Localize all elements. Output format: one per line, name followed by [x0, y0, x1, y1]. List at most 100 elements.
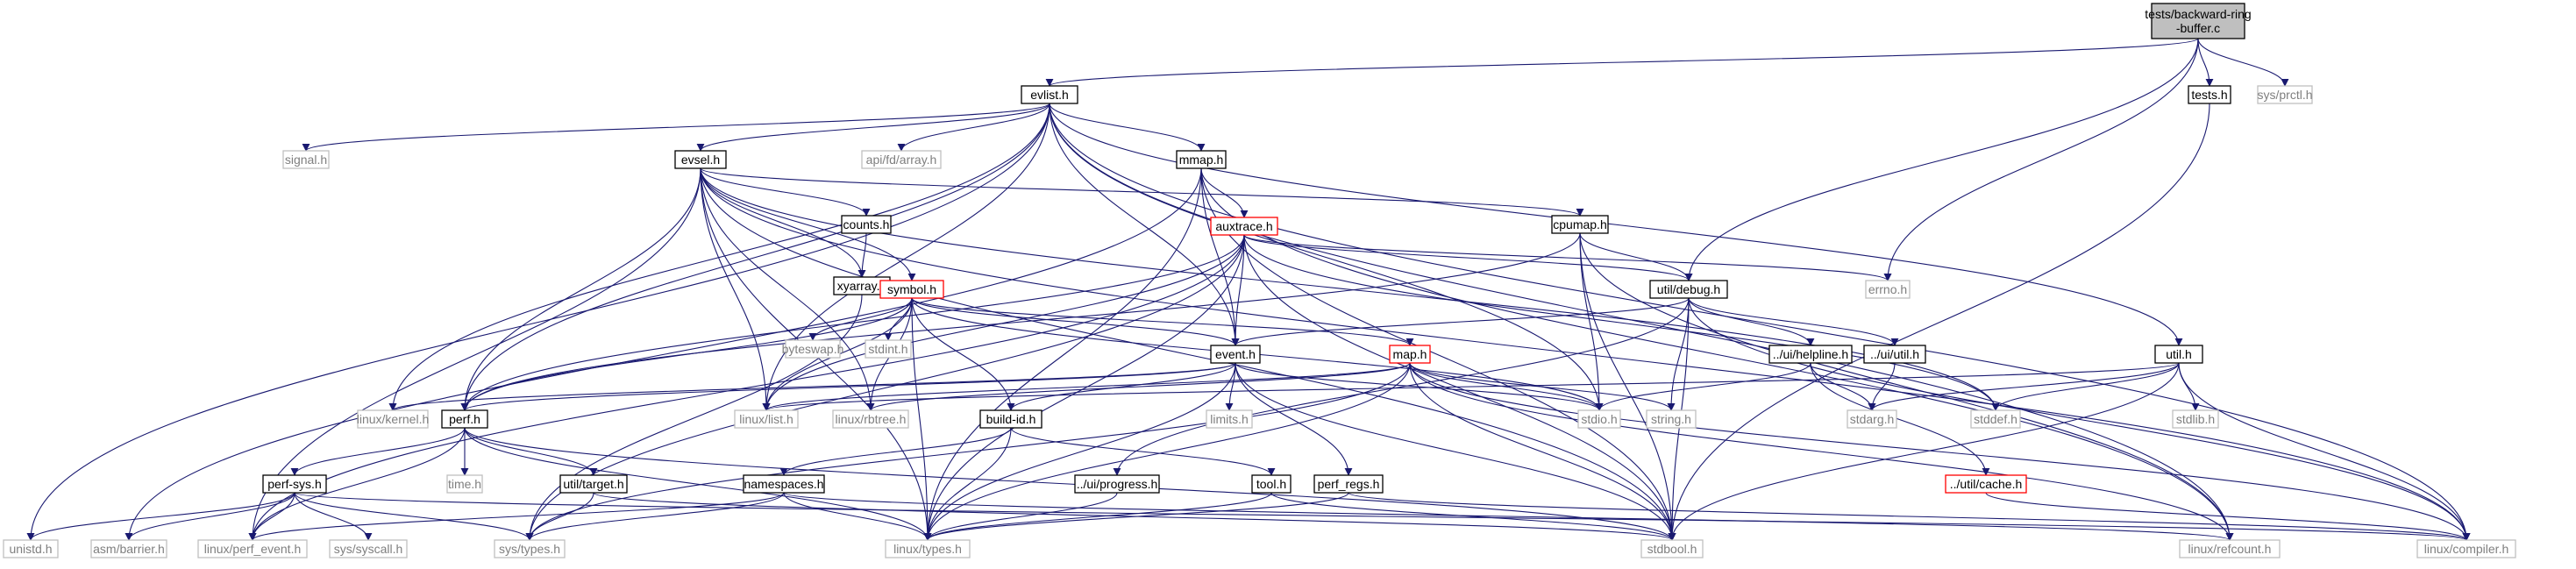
- node-xyarray[interactable]: xyarray.h: [833, 276, 891, 295]
- node-label: xyarray.h: [837, 279, 887, 293]
- node-symbol[interactable]: symbol.h: [879, 280, 944, 299]
- node-tool[interactable]: tool.h: [1251, 474, 1292, 494]
- node-label: byteswap.h: [782, 342, 844, 356]
- edge-mmap-to-auxtrace: [1200, 167, 1249, 218]
- edge-evlist-to-linuxrefcount: [1049, 103, 2234, 541]
- edge-mmap-to-linuxrefcount: [1200, 167, 2234, 541]
- node-box: [865, 339, 912, 359]
- node-label: ../ui/util.h: [1870, 347, 1919, 361]
- edge-root-to-utildebug: [1684, 38, 2199, 281]
- node-apifd: api/fd/array.h: [861, 150, 942, 169]
- node-label: sys/types.h: [499, 542, 560, 556]
- node-sysprctl: sys/prctl.h: [2257, 85, 2313, 104]
- node-stdbool: stdbool.h: [1640, 539, 1704, 558]
- node-perfregs[interactable]: perf_regs.h: [1313, 474, 1384, 494]
- node-cpumap[interactable]: cpumap.h: [1551, 215, 1609, 234]
- node-box: [2179, 539, 2281, 558]
- edge-namespaces-to-linuxrefcount: [783, 492, 2233, 541]
- node-label: signal.h: [285, 153, 327, 167]
- edge-buildid-to-namespaces: [779, 427, 1012, 476]
- node-perf[interactable]: perf.h: [441, 409, 488, 429]
- node-box: [1210, 345, 1261, 364]
- node-map[interactable]: map.h: [1389, 345, 1431, 364]
- edge-mmap-to-linuxtypes: [923, 167, 1202, 541]
- node-box: [441, 409, 488, 429]
- node-label: stdint.h: [868, 342, 907, 356]
- edge-perfsys-to-systypes: [294, 492, 534, 541]
- node-utilh[interactable]: util.h: [2154, 345, 2203, 364]
- edge-utilh-to-linuxlist: [763, 362, 2180, 411]
- node-box: [2188, 85, 2231, 104]
- node-utilcache[interactable]: ../util/cache.h: [1945, 474, 2027, 494]
- node-label: stdarg.h: [1850, 412, 1895, 426]
- edge-perfsys-to-syssyscall: [294, 492, 373, 541]
- node-label: ../ui/helpline.h: [1773, 347, 1848, 361]
- edge-perfregs-to-linuxcompiler: [1348, 492, 2471, 541]
- node-box: [1551, 215, 1609, 234]
- node-label: sys/syscall.h: [334, 542, 403, 556]
- node-counts[interactable]: counts.h: [841, 215, 892, 234]
- edge-cpumap-to-utildebug: [1579, 232, 1693, 281]
- node-auxtrace[interactable]: auxtrace.h: [1210, 217, 1278, 236]
- node-event[interactable]: event.h: [1210, 345, 1261, 364]
- edge-evsel-to-linuxlist: [700, 167, 771, 411]
- node-box: [1313, 474, 1384, 494]
- node-box: [3, 539, 59, 558]
- node-label: linux/perf_event.h: [204, 542, 302, 556]
- node-label: sys/prctl.h: [2257, 88, 2312, 102]
- node-label: util/debug.h: [1657, 282, 1720, 296]
- edge-utildebug-to-event: [1231, 297, 1690, 346]
- node-tests[interactable]: tests.h: [2188, 85, 2231, 104]
- node-box: [1646, 409, 1697, 429]
- node-box: [879, 280, 944, 299]
- node-box: [1970, 409, 2021, 429]
- node-layer: tests/backward-ring-buffer.c evlist.h test…: [3, 3, 2516, 558]
- node-utildebug[interactable]: util/debug.h: [1649, 280, 1728, 299]
- node-root[interactable]: tests/backward-ring-buffer.c: [2145, 3, 2252, 39]
- node-mmap[interactable]: mmap.h: [1176, 150, 1227, 169]
- edge-cpumap-to-perf: [460, 232, 1581, 411]
- node-buildid[interactable]: build-id.h: [979, 409, 1042, 429]
- node-uiutil[interactable]: ../ui/util.h: [1863, 345, 1926, 364]
- edge-mmap-to-asmbarrier: [125, 167, 1202, 541]
- node-box: [262, 474, 327, 494]
- node-stdlib: stdlib.h: [2172, 409, 2219, 429]
- edge-perf-to-utiltarget: [464, 427, 598, 476]
- node-box: [832, 409, 909, 429]
- node-evsel[interactable]: evsel.h: [674, 150, 727, 169]
- node-utiltarget[interactable]: util/target.h: [559, 474, 628, 494]
- node-label: stdio.h: [1581, 412, 1617, 426]
- edge-root-to-tests: [2197, 38, 2214, 87]
- node-box: [1389, 345, 1431, 364]
- edge-map-to-linuxrefcount: [1409, 362, 2234, 541]
- node-box: [2416, 539, 2516, 558]
- edge-evsel-to-stdbool: [700, 167, 1676, 541]
- node-uiprogress[interactable]: ../ui/progress.h: [1074, 474, 1160, 494]
- node-box: [1847, 409, 1897, 429]
- node-label: util.h: [2166, 347, 2192, 361]
- node-box: [2154, 345, 2203, 364]
- node-label: cpumap.h: [1553, 217, 1606, 231]
- node-box: [494, 539, 566, 558]
- node-asmbarrier: asm/barrier.h: [90, 539, 167, 558]
- edge-root-to-sysprctl: [2197, 38, 2289, 87]
- node-label: perf-sys.h: [267, 477, 321, 491]
- edge-layer: [26, 38, 2471, 541]
- node-namespaces[interactable]: namespaces.h: [743, 474, 825, 494]
- edge-uihelpline-to-utilcache: [1810, 362, 1990, 476]
- edge-event-to-stdio: [1235, 362, 1604, 411]
- node-linuxlist: linux/list.h: [734, 409, 799, 429]
- node-box: [1577, 409, 1621, 429]
- node-byteswap: byteswap.h: [782, 339, 844, 359]
- node-uihelpline[interactable]: ../ui/helpline.h: [1768, 345, 1853, 364]
- edge-perfsys-to-unistd: [26, 492, 295, 541]
- node-evlist[interactable]: evlist.h: [1021, 85, 1078, 104]
- edge-perf-to-perfsys: [290, 427, 466, 476]
- node-perfsys[interactable]: perf-sys.h: [262, 474, 327, 494]
- edge-perf-to-stdbool: [464, 427, 1676, 541]
- edge-utilh-to-stdbool: [1668, 362, 2180, 541]
- edge-evsel-to-linuxrbtree: [700, 167, 875, 411]
- edge-uihelpline-to-stdio: [1595, 362, 1811, 411]
- node-label: asm/barrier.h: [93, 542, 165, 556]
